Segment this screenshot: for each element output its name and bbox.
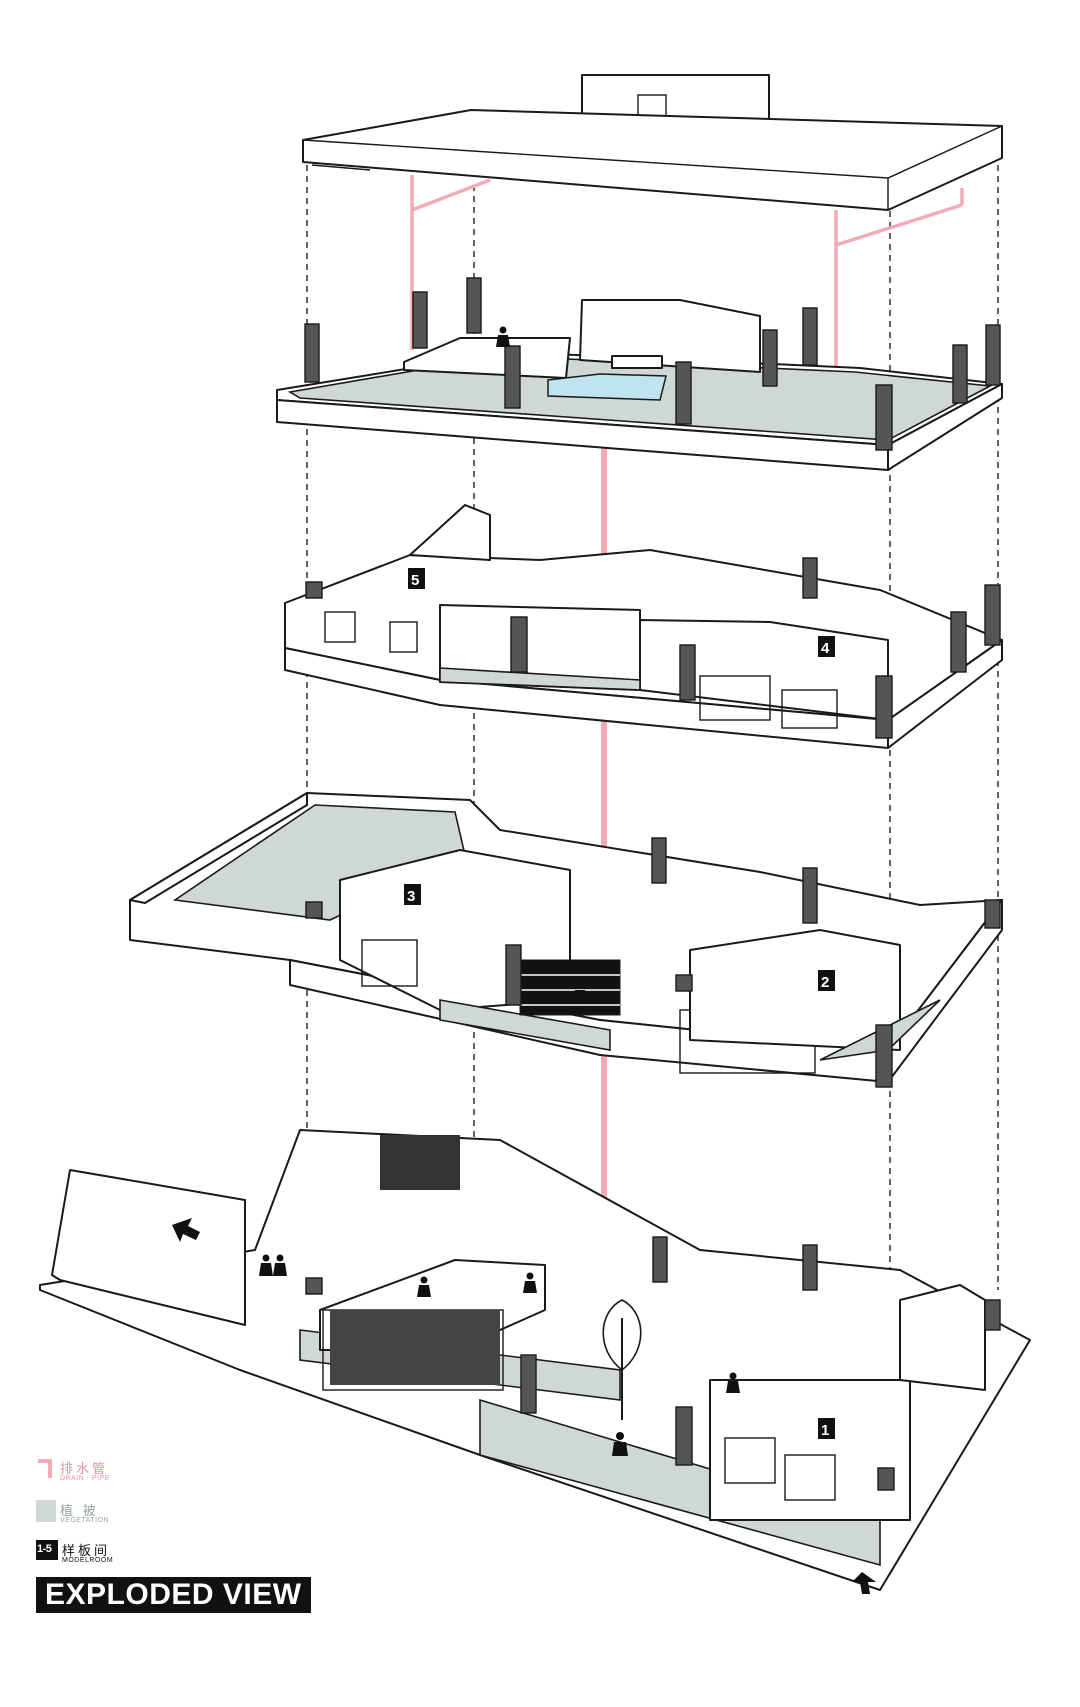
roof-terrace-level xyxy=(276,277,1003,471)
floor-label-2: 2 xyxy=(818,970,835,991)
roof-slab xyxy=(302,74,1003,211)
svg-text:1: 1 xyxy=(821,1422,829,1439)
modelroom-label-en: MODELROOM xyxy=(62,1557,114,1564)
floor-label-3: 3 xyxy=(404,884,421,905)
svg-text:5: 5 xyxy=(411,572,419,589)
modelroom-swatch: 1-5 xyxy=(36,1540,58,1560)
diagram-title: EXPLODED VIEW xyxy=(36,1577,311,1613)
svg-text:3: 3 xyxy=(407,888,415,905)
vegetation-swatch xyxy=(36,1500,56,1522)
floor-level-4-5: 5 4 xyxy=(284,504,1003,749)
modelroom-label-cn: 样板间 xyxy=(62,1543,111,1558)
entrance-arrow-icon xyxy=(172,1218,200,1242)
floor-label-5: 5 xyxy=(408,568,425,589)
person-icon xyxy=(259,326,740,1456)
drain-pipe-swatch xyxy=(36,1458,56,1480)
entrance-arrow-icon xyxy=(852,1572,876,1594)
tree-icon xyxy=(602,1299,642,1420)
floor-level-2-3: 3 2 xyxy=(129,792,1003,1088)
drain-pipe-label-cn: 排水管 xyxy=(60,1461,109,1476)
floor-label-1: 1 xyxy=(818,1418,835,1439)
vegetation-label-cn: 植 被 xyxy=(60,1503,99,1518)
drain-pipe-label-en: DRAIN - PIPE xyxy=(60,1475,110,1482)
svg-text:4: 4 xyxy=(821,640,830,657)
floor-label-4: 4 xyxy=(818,636,835,657)
svg-text:2: 2 xyxy=(821,974,829,991)
perforated-screen xyxy=(330,1135,500,1385)
ground-floor-level: 1 xyxy=(39,326,1031,1594)
vegetation-label-en: VEGETATION xyxy=(60,1517,110,1524)
modelroom-range: 1-5 xyxy=(37,1543,52,1555)
